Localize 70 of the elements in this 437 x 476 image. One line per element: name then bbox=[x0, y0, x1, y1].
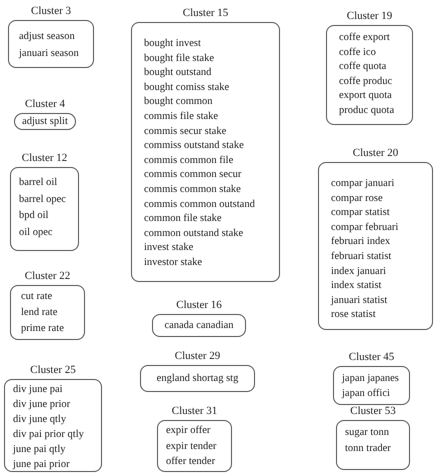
term-item: tonn trader bbox=[345, 442, 392, 456]
term-item: lend rate bbox=[21, 306, 58, 320]
cluster-title: Cluster 29 bbox=[174, 350, 222, 362]
term-item: compar februari bbox=[331, 220, 400, 235]
term-item: commis common file bbox=[144, 154, 234, 168]
term-item: bought common bbox=[144, 95, 214, 110]
term-item: januari season bbox=[19, 47, 80, 61]
term-item: div june prior bbox=[13, 398, 72, 412]
cluster-title: Cluster 12 bbox=[20, 152, 68, 164]
term-item: bought outstand bbox=[144, 66, 212, 80]
term-item: februari index bbox=[331, 235, 392, 250]
cluster-title: Cluster 25 bbox=[29, 364, 77, 376]
term-item: index januari bbox=[331, 264, 388, 279]
term-item: adjust split bbox=[21, 115, 69, 129]
term-item: barrel oil bbox=[19, 176, 58, 190]
term-item: oil opec bbox=[19, 226, 54, 240]
term-item: invest stake bbox=[144, 241, 194, 256]
cluster-title: Cluster 53 bbox=[349, 405, 397, 417]
term-item: japan japanes bbox=[342, 372, 400, 386]
term-item: coffe quota bbox=[339, 60, 388, 74]
term-item: rose statist bbox=[331, 308, 377, 322]
term-item: commis secur stake bbox=[144, 124, 228, 139]
term-item: div pai prior qtly bbox=[13, 428, 85, 442]
term-item: export quota bbox=[339, 89, 393, 104]
cluster-title: Cluster 16 bbox=[175, 299, 223, 311]
term-item: januari statist bbox=[331, 294, 388, 308]
term-item: common file stake bbox=[144, 212, 223, 226]
term-item: offer tender bbox=[166, 455, 216, 469]
term-item: commis file stake bbox=[144, 110, 220, 124]
term-item: common outstand stake bbox=[144, 226, 244, 241]
term-item: expir offer bbox=[166, 424, 212, 438]
term-item: div june pai bbox=[13, 383, 64, 397]
term-item: commis common secur bbox=[144, 168, 242, 182]
term-item: commis common outstand bbox=[144, 198, 256, 212]
term-item: adjust season bbox=[19, 30, 76, 44]
term-item: prime rate bbox=[21, 322, 65, 336]
term-item: bpd oil bbox=[19, 209, 50, 223]
term-item: compar januari bbox=[331, 177, 396, 191]
term-item: coffe export bbox=[339, 31, 391, 45]
term-item: investor stake bbox=[144, 256, 204, 270]
term-item: expir tender bbox=[166, 440, 218, 454]
cluster-title: Cluster 3 bbox=[30, 5, 72, 17]
term-item: england shortag stg bbox=[156, 372, 240, 386]
term-item: june pai qtly bbox=[13, 443, 66, 457]
term-item: bought invest bbox=[144, 37, 202, 51]
term-item: commiss outstand stake bbox=[144, 139, 245, 154]
term-item: barrel opec bbox=[19, 192, 67, 206]
term-item: june pai prior bbox=[13, 458, 71, 472]
term-item: coffe ico bbox=[339, 46, 377, 60]
cluster-title: Cluster 19 bbox=[346, 10, 394, 22]
term-item: februari statist bbox=[331, 250, 392, 264]
cluster-title: Cluster 4 bbox=[24, 98, 66, 110]
cluster-title: Cluster 22 bbox=[24, 270, 72, 282]
cluster-title: Cluster 31 bbox=[170, 405, 218, 417]
term-item: compar rose bbox=[331, 192, 384, 206]
cluster-title: Cluster 20 bbox=[352, 147, 400, 159]
term-item: coffe produc bbox=[339, 74, 394, 89]
term-item: japan offici bbox=[342, 387, 391, 401]
term-item: index statist bbox=[331, 279, 382, 294]
term-item: div june qtly bbox=[13, 413, 68, 427]
term-item: sugar tonn bbox=[345, 426, 390, 440]
cluster-title: Cluster 15 bbox=[182, 7, 230, 19]
term-item: commis common stake bbox=[144, 182, 242, 197]
term-item: compar statist bbox=[331, 206, 391, 220]
term-item: produc quota bbox=[339, 104, 396, 118]
term-item: cut rate bbox=[21, 290, 54, 304]
cluster-title: Cluster 45 bbox=[348, 351, 396, 363]
term-item: bought file stake bbox=[144, 52, 215, 66]
term-item: bought comiss stake bbox=[144, 80, 230, 95]
term-item: canada canadian bbox=[163, 319, 235, 333]
